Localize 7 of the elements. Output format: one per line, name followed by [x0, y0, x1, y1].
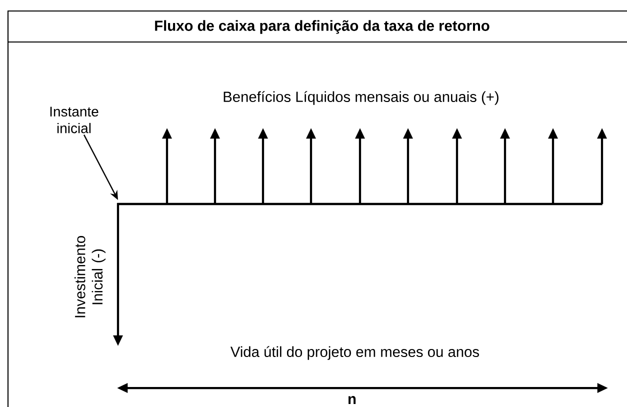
- title: Fluxo de caixa para definição da taxa de retorno: [155, 20, 490, 34]
- text-label: Instante inicial: [50, 106, 98, 134]
- text-label: Benefícios Líquidos mensais ou anuais (+): [224, 91, 498, 105]
- timeline-bar: [117, 202, 602, 206]
- text-label: n: [348, 396, 356, 404]
- text-label: Investimento Inicial (-): [74, 236, 106, 318]
- text-label: Vida útil do projeto em meses ou anos: [230, 346, 480, 360]
